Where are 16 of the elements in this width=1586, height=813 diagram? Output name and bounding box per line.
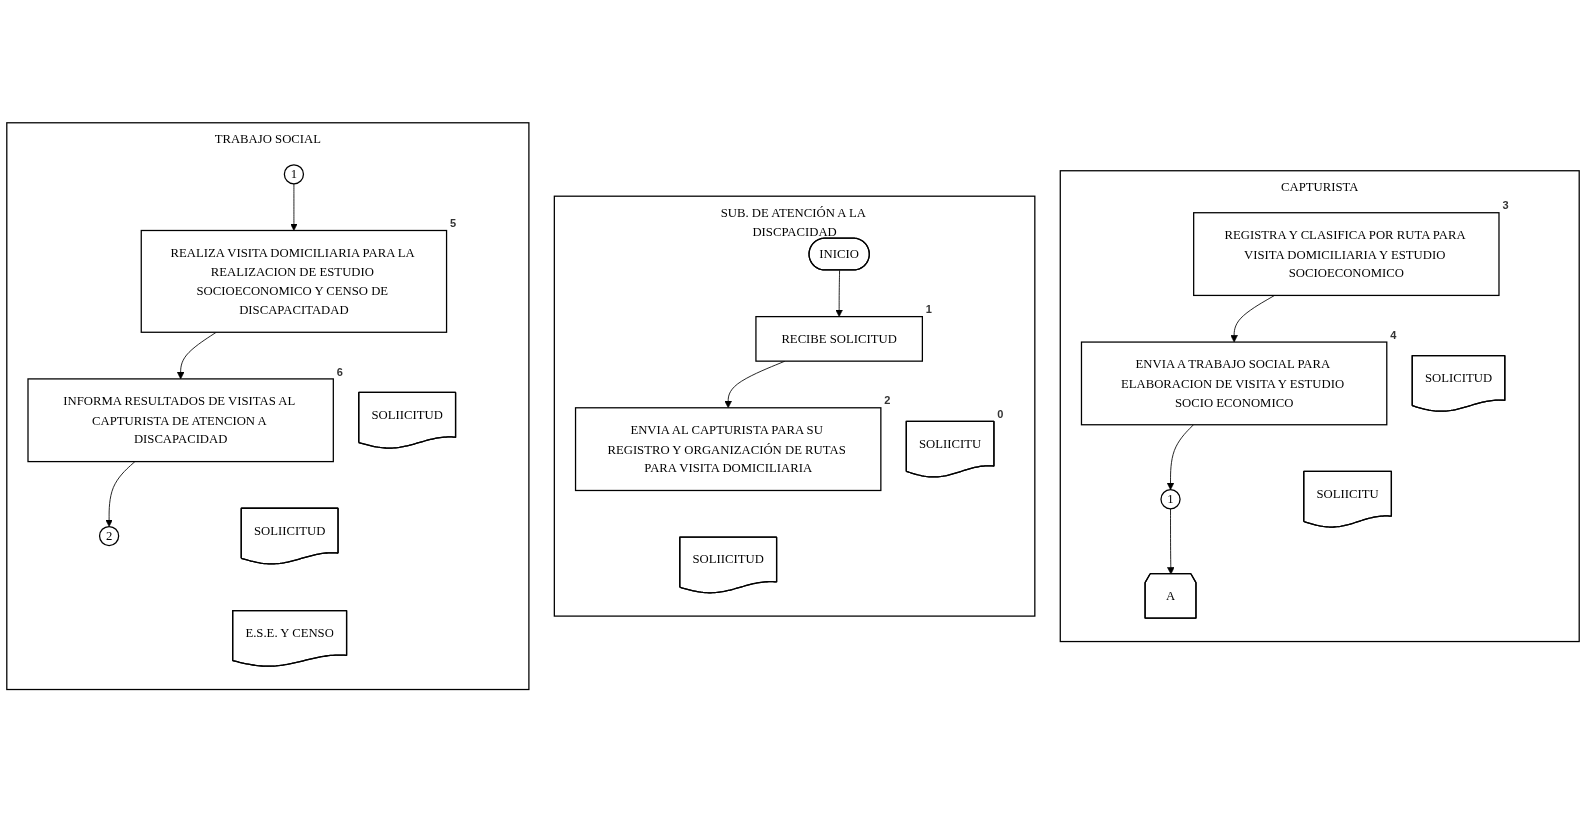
node-box: REALIZA VISITA DOMICILIARIA PARA LA REALIZACION DE ESTUDIO SOCIOECONOMICO Y CENSO DE DISCAPACITADAD xyxy=(140,230,448,334)
node-box: ENVIA A TRABAJO SOCIAL PARA ELABORACION DE VISITA Y ESTUDIO SOCIO ECONOMICO xyxy=(1080,341,1388,426)
step-number: 0 xyxy=(997,408,1004,421)
step-number: 1 xyxy=(925,303,932,316)
node-box: REGISTRA Y CLASIFICA POR RUTA PARA VISITA DOMICILIARIA Y ESTUDIO SOCIOECONOMICO xyxy=(1193,212,1500,297)
node-circle: 2 xyxy=(98,526,120,547)
node-box: RECIBE SOLICITUD xyxy=(755,316,923,363)
step-number: 2 xyxy=(884,394,891,407)
node-box: ENVIA AL CAPTURISTA PARA SU REGISTRO Y ORGANIZACIÓN DE RUTAS PARA VISITA DOMICILIARIA xyxy=(574,407,882,492)
step-number: 3 xyxy=(1502,199,1509,212)
step-number: 5 xyxy=(449,217,457,230)
node-box: INFORMA RESULTADOS DE VISITAS AL CAPTURISTA DE ATENCION A DISCAPACIDAD xyxy=(27,378,334,463)
node-circle: 1 xyxy=(1160,489,1181,510)
step-number: 4 xyxy=(1390,329,1397,341)
step-number: 6 xyxy=(336,365,343,378)
node-circle: 1 xyxy=(283,164,305,185)
